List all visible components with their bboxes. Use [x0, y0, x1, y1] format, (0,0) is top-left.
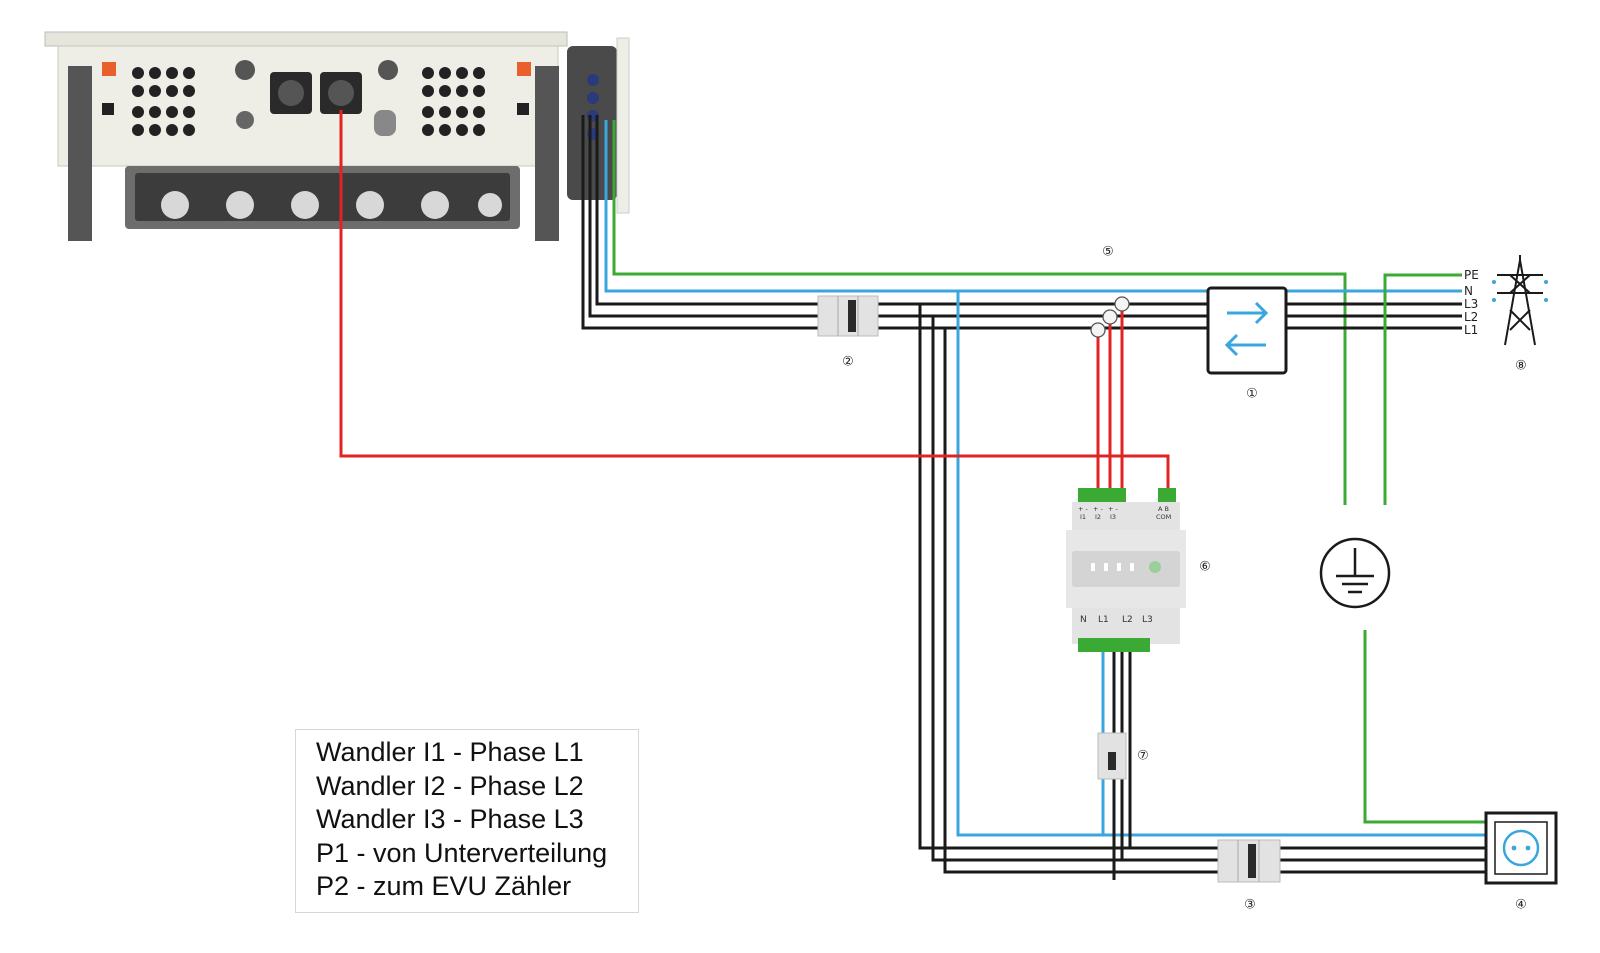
- legend-line: Wandler I2 - Phase L2: [316, 770, 584, 801]
- meter-phase-n: N: [1080, 615, 1087, 625]
- meter-com-label: COM: [1156, 513, 1171, 521]
- sub-l1-wire: [918, 304, 1486, 850]
- meter-phase-l3: L3: [1142, 615, 1153, 625]
- bidirectional-arrows-icon: [1206, 286, 1288, 375]
- meter-ct-i2: I2: [1095, 513, 1101, 521]
- marker-3: ③: [1244, 898, 1256, 913]
- pylon-insulators: [1492, 280, 1548, 302]
- inverter-pe-wire: [612, 120, 1347, 505]
- rs485-wire: [339, 110, 1170, 490]
- legend-line: Wandler I1 - Phase L1: [316, 737, 584, 767]
- meter-rs485-label: A B: [1158, 505, 1169, 513]
- inverter-l2-wire: [588, 115, 818, 318]
- grid-label-l1: L1: [1464, 323, 1478, 337]
- marker-2: ②: [842, 355, 854, 370]
- circuit-breaker-icon: [817, 295, 879, 337]
- legend-line: P1 - von Unterverteilung: [316, 837, 608, 868]
- marker-5: ⑤: [1102, 245, 1114, 260]
- meter-phase-l2: L2: [1122, 615, 1133, 625]
- grid-label-pe: PE: [1464, 268, 1479, 282]
- inverter-l1-wire: [581, 115, 818, 330]
- marker-4: ④: [1515, 898, 1527, 913]
- grid-label-n: N: [1464, 284, 1473, 298]
- meter-phase-l1: L1: [1098, 615, 1109, 625]
- socket-pe-wire: [1363, 630, 1486, 824]
- earth-ground-icon: [1319, 537, 1391, 609]
- power-pylon-icon: [1497, 255, 1543, 346]
- meter-ct-pol-1: + -: [1078, 505, 1089, 513]
- current-transformer-icon: [1090, 296, 1130, 338]
- marker-1: ①: [1246, 387, 1258, 402]
- legend-box: Wandler I1 - Phase L1 Wandler I2 - Phase…: [295, 729, 639, 913]
- inverter-l3-wire: [595, 115, 818, 306]
- legend-line: P2 - zum EVU Zähler: [316, 871, 572, 901]
- circuit-breaker-icon: [1097, 732, 1127, 780]
- socket-outlet-icon: [1484, 811, 1558, 885]
- sub-neutral-wire: [956, 291, 1486, 837]
- grid-label-l2: L2: [1464, 310, 1478, 324]
- meter-ct-i3: I3: [1110, 513, 1116, 521]
- marker-6: ⑥: [1199, 560, 1211, 575]
- inverter-icon: [44, 31, 630, 241]
- legend-line: Wandler I3 - Phase L3: [316, 804, 584, 834]
- sub-l3-wire: [943, 328, 1486, 874]
- inverter-neutral-wire: [604, 120, 1208, 293]
- meter-ct-i1: I1: [1080, 513, 1086, 521]
- sub-l2-wire: [931, 316, 1486, 862]
- grid-pe-wire: [1383, 273, 1462, 505]
- meter-ct-pol-2: + -: [1093, 505, 1104, 513]
- marker-7: ⑦: [1137, 749, 1149, 764]
- marker-8: ⑧: [1515, 359, 1527, 374]
- grid-label-l3: L3: [1464, 297, 1478, 311]
- circuit-breaker-icon: [1217, 839, 1281, 883]
- meter-ct-pol-3: + -: [1108, 505, 1119, 513]
- smart-meter-icon: [1066, 488, 1186, 652]
